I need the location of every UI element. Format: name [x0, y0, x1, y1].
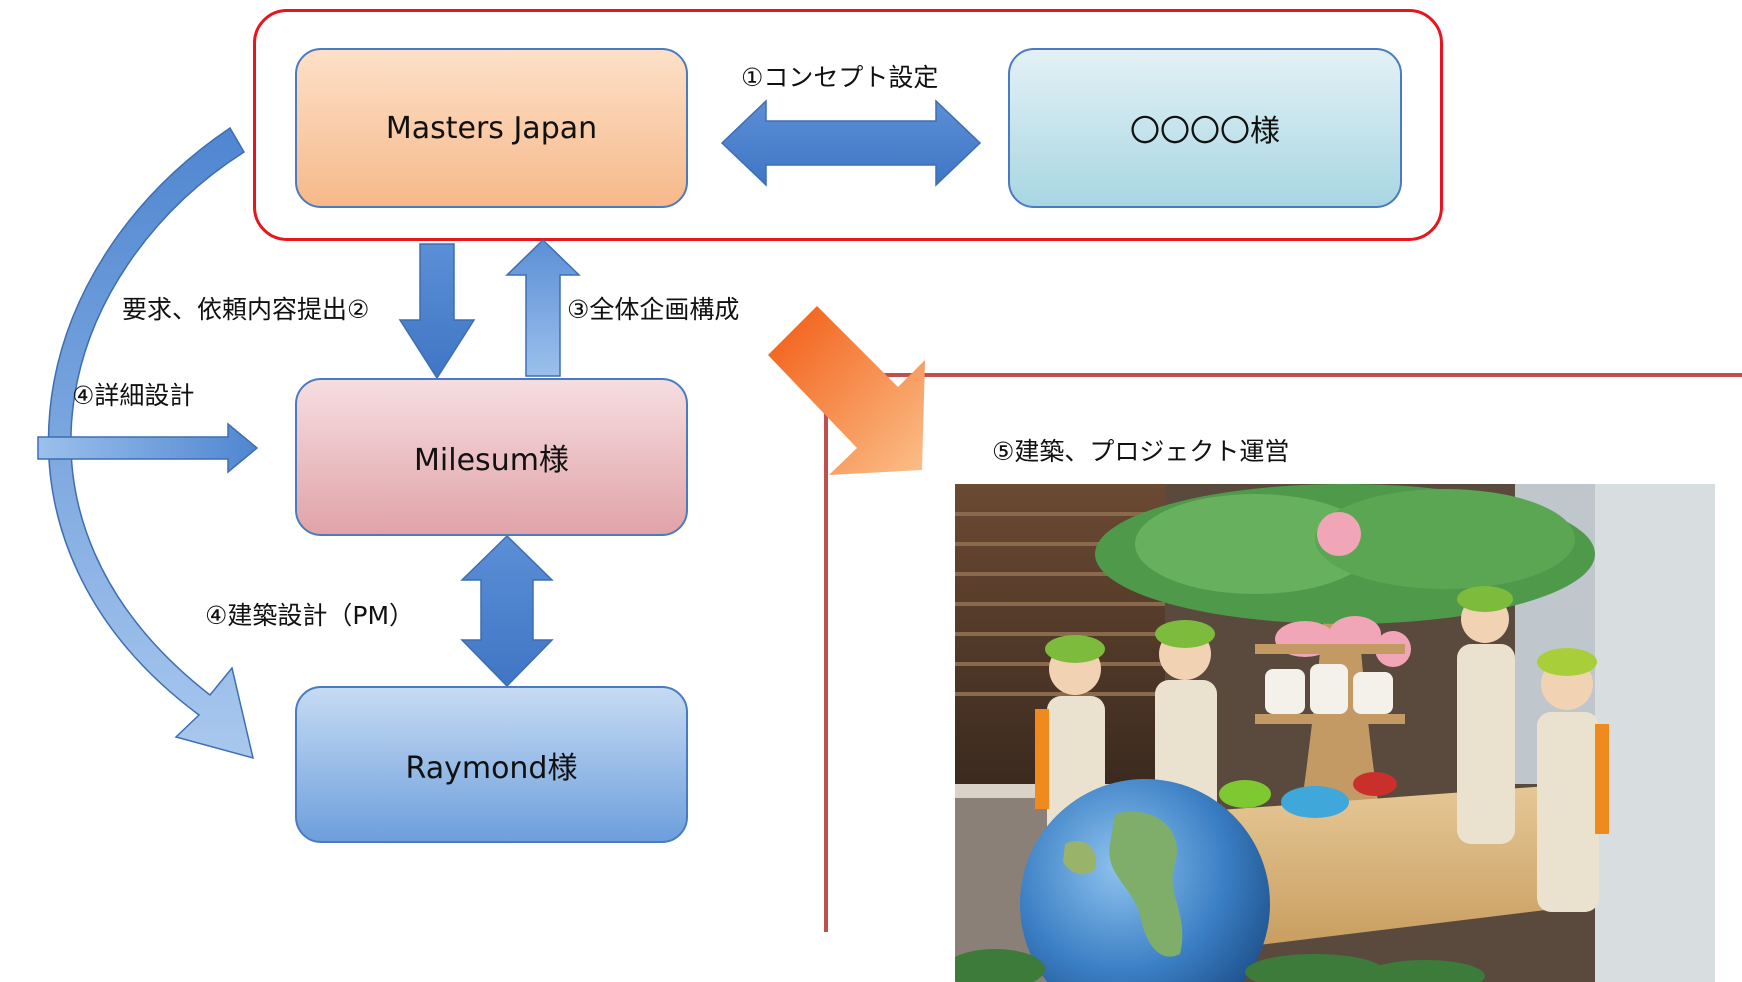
- label-architecture: ④建築設計（PM）: [205, 601, 415, 630]
- label-build: ⑤建築、プロジェクト運営: [992, 437, 1290, 466]
- label-detail: ④詳細設計: [72, 381, 195, 410]
- concept-double-arrow: [720, 99, 982, 187]
- architecture-curved-arrow: [47, 126, 255, 760]
- node-masters-japan-label: Masters Japan: [385, 110, 598, 146]
- label-request: 要求、依頼内容提出②: [122, 295, 370, 324]
- node-milesum-label: Milesum様: [414, 443, 569, 478]
- overall-up-arrow: [505, 238, 581, 377]
- node-masters-japan: Masters Japan: [295, 48, 688, 208]
- node-raymond: Raymond様: [295, 686, 688, 843]
- request-down-arrow: [398, 243, 476, 380]
- project-photo: [955, 484, 1715, 982]
- milesum-raymond-double-arrow: [460, 534, 554, 688]
- build-orange-arrow: [768, 306, 925, 475]
- top-group-frame: [253, 9, 1443, 241]
- label-overall: ③全体企画構成: [567, 295, 740, 324]
- node-client: 〇〇〇〇様: [1008, 48, 1402, 208]
- detail-right-arrow: [37, 422, 259, 474]
- label-concept: ①コンセプト設定: [741, 63, 939, 92]
- node-raymond-label: Raymond様: [405, 750, 578, 786]
- node-milesum: Milesum様: [295, 378, 688, 536]
- node-client-label: 〇〇〇〇様: [1130, 114, 1280, 149]
- project-photo-illustration: [955, 484, 1715, 982]
